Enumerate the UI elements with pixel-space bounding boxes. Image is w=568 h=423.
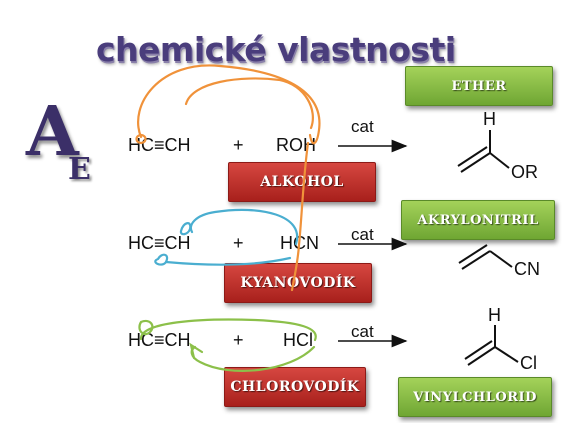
product-badge-vinylchlorid: VINYLCHLORID bbox=[398, 377, 552, 417]
reactant-hcl: HCl bbox=[283, 330, 313, 350]
product-structure-acrylonitrile bbox=[458, 244, 513, 270]
ae-symbol: A bbox=[26, 92, 79, 172]
reactant-acetylene-2: HC≡CH bbox=[128, 233, 191, 253]
reactant-roh: ROH bbox=[276, 135, 316, 155]
arrow-label-cat-3: cat bbox=[351, 322, 374, 341]
annotation-green bbox=[138, 318, 317, 372]
arrow-label-cat-1: cat bbox=[351, 117, 374, 136]
slide-title: chemické vlastnosti bbox=[96, 30, 456, 69]
arrow-label-cat-2: cat bbox=[351, 225, 374, 244]
reagent-badge-chlorovodik: CHLOROVODÍK bbox=[224, 367, 366, 407]
product-group-cl: Cl bbox=[520, 353, 537, 373]
reagent-badge-kyanovodik: KYANOVODÍK bbox=[224, 263, 372, 303]
product-h-1: H bbox=[483, 109, 496, 129]
ae-subscript: E bbox=[68, 152, 91, 187]
plus-sign-3: + bbox=[233, 330, 244, 350]
product-group-cn: CN bbox=[514, 259, 540, 279]
product-group-or: OR bbox=[511, 162, 538, 182]
product-structure-vinylchloride bbox=[464, 325, 519, 366]
annotation-orange bbox=[135, 64, 321, 292]
product-badge-akrylonitril: AKRYLONITRIL bbox=[401, 200, 555, 240]
product-structure-ether bbox=[457, 130, 510, 173]
plus-sign-1: + bbox=[233, 135, 244, 155]
reactant-acetylene-1: HC≡CH bbox=[128, 135, 191, 155]
reactant-acetylene-3: HC≡CH bbox=[128, 330, 191, 350]
product-h-3: H bbox=[488, 305, 501, 325]
product-badge-ether: ETHER bbox=[405, 66, 553, 106]
plus-sign-2: + bbox=[233, 233, 244, 253]
annotation-blue bbox=[154, 208, 299, 266]
